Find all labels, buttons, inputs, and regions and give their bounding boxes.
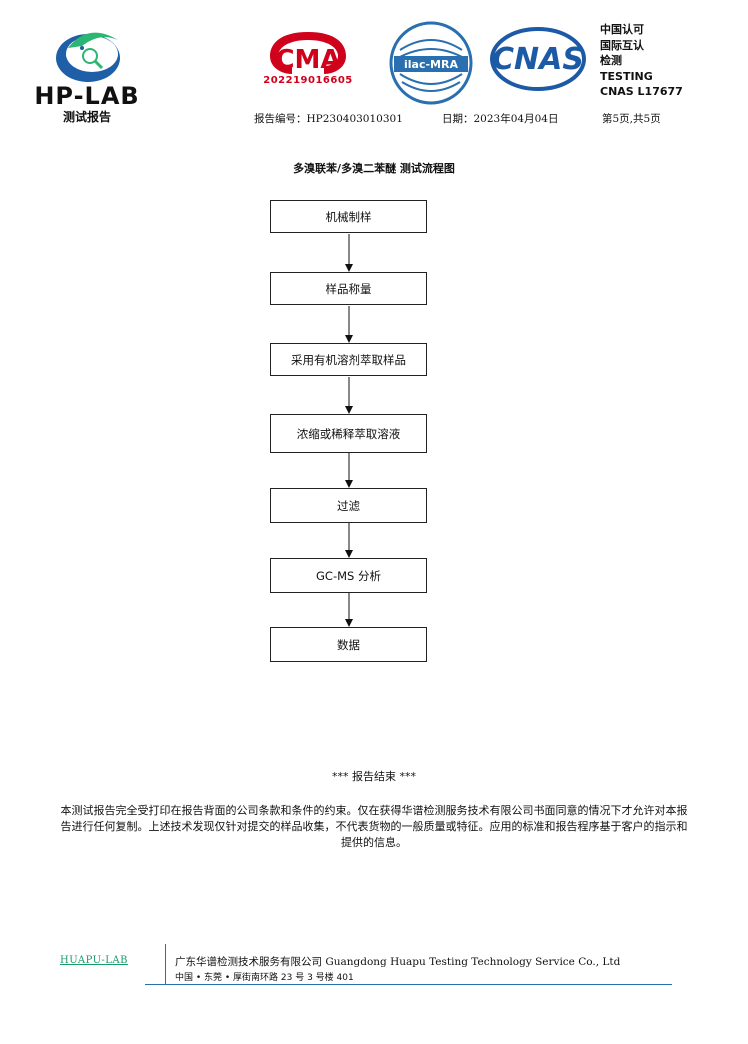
- report-date: 日期：2023年04月04日: [442, 113, 559, 125]
- flow-step-mechanical-sampling: 机械制样: [270, 200, 427, 233]
- cert-line: CNAS L17677: [600, 85, 683, 98]
- cnas-text: CNAS: [492, 42, 584, 77]
- flow-step-gcms: GC-MS 分析: [270, 558, 427, 593]
- report-number: 报告编号：HP230403010301: [254, 113, 403, 125]
- report-end: *** 报告结束 ***: [332, 770, 416, 783]
- flow-step-extraction: 采用有机溶剂萃取样品: [270, 343, 427, 376]
- arrow-head-icon: [345, 550, 353, 558]
- cert-line: 中国认可: [600, 23, 644, 36]
- flow-step-data: 数据: [270, 627, 427, 662]
- ilac-text: ilac-MRA: [404, 58, 458, 71]
- certification-text: 中国认可 国际互认 检测 TESTING CNAS L17677: [600, 22, 683, 100]
- flowchart-title: 多溴联苯/多溴二苯醚 测试流程图: [293, 162, 455, 175]
- footer-brand: HUAPU-LAB: [60, 955, 128, 966]
- flow-step-concentrate-dilute: 浓缩或稀释萃取溶液: [270, 414, 427, 453]
- flow-step-weighing: 样品称量: [270, 272, 427, 305]
- arrow-head-icon: [345, 335, 353, 343]
- brand-subtitle: 测试报告: [62, 110, 111, 124]
- hp-lab-logo-icon: [56, 32, 120, 82]
- brand-name: HP-LAB: [34, 82, 140, 110]
- footer-company: 广东华谱检测技术服务有限公司 Guangdong Huapu Testing T…: [175, 956, 621, 968]
- arrow-head-icon: [345, 480, 353, 488]
- cma-code: 202219016605: [263, 75, 353, 86]
- arrow-head-icon: [345, 619, 353, 627]
- cert-line: 国际互认: [600, 38, 644, 52]
- disclaimer: 本测试报告完全受打印在报告背面的公司条款和条件的约束。仅在获得华谱检测服务技术有…: [60, 804, 688, 849]
- flow-step-filtration: 过滤: [270, 488, 427, 523]
- arrow-head-icon: [345, 406, 353, 414]
- ilac-mra-logo-icon: ilac-MRA: [389, 21, 473, 105]
- footer-rule: [145, 984, 672, 985]
- page-number: 第5页,共5页: [602, 113, 661, 125]
- cma-logo-icon: CMA: [270, 32, 346, 75]
- cert-line: TESTING: [600, 69, 653, 83]
- cma-text: CMA: [275, 45, 340, 75]
- footer-divider: [165, 944, 166, 984]
- cnas-logo-icon: CNAS: [490, 27, 586, 91]
- cert-line: 检测: [600, 54, 622, 67]
- arrow-head-icon: [345, 264, 353, 272]
- footer-address: 中国 • 东莞 • 厚街南环路 23 号 3 号楼 401: [175, 973, 354, 983]
